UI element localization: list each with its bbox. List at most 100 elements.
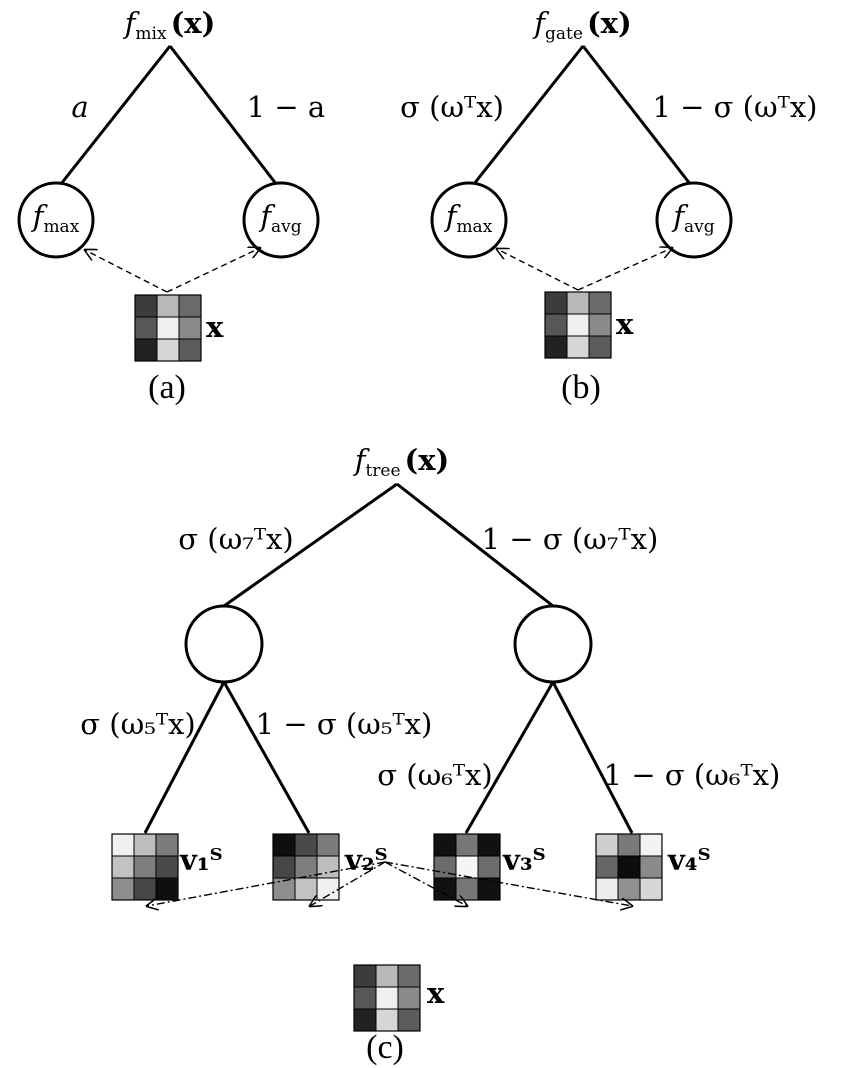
panel-a-left-weight: a [71, 90, 88, 124]
panel-c-leaf-2-patch [272, 833, 340, 901]
patch-cell [316, 877, 340, 901]
patch-cell [353, 986, 377, 1010]
patch-cell [294, 833, 318, 857]
patch-cell [544, 291, 568, 315]
patch-cell [111, 877, 135, 901]
patch-cell [133, 877, 157, 901]
panel-c-right-left-edge [464, 681, 555, 834]
panel-b-right-edge [581, 45, 696, 190]
panel-a-root-label: fmix(x) [123, 6, 216, 44]
patch-cell [595, 855, 619, 879]
patch-cell [477, 833, 501, 857]
patch-cell [397, 1008, 421, 1032]
panel-c-left-left-weight: σ (ω₅ᵀx) [80, 707, 195, 741]
patch-cell [617, 877, 641, 901]
panel-a-caption: (a) [148, 369, 186, 406]
patch-cell [397, 986, 421, 1010]
patch-cell [133, 855, 157, 879]
patch-cell [316, 855, 340, 879]
panel-b-root-label: fgate(x) [532, 6, 631, 44]
patch-frame [353, 964, 421, 1032]
patch-cell [111, 855, 135, 879]
panel-c-input-label: x [427, 976, 445, 1010]
patch-cell [588, 291, 612, 315]
patch-cell [595, 877, 619, 901]
panel-a-right-weight: 1 − a [247, 90, 325, 124]
panel-c-top-right-weight: 1 − σ (ω₇ᵀx) [482, 522, 659, 556]
patch-cell [566, 291, 590, 315]
patch-cell [155, 877, 179, 901]
patch-cell [133, 833, 157, 857]
patch-cell [134, 294, 158, 318]
patch-cell [544, 313, 568, 337]
patch-cell [272, 833, 296, 857]
panel-c-leaf-1-patch [111, 833, 179, 901]
patch-cell [294, 877, 318, 901]
patch-cell [397, 964, 421, 988]
panel-c: ftree(x) σ (ω₇ᵀx) 1 − σ (ω₇ᵀx) σ (ω₅ᵀx) … [80, 443, 780, 1066]
panel-c-left-internal-node [184, 604, 264, 684]
patch-cell [156, 316, 180, 340]
patch-frame [544, 291, 612, 359]
panel-c-leaf-3-patch [433, 833, 501, 901]
patch-cell [375, 1008, 399, 1032]
panel-b-left-edge [468, 45, 585, 190]
panel-b-arrow-to-avg [577, 248, 672, 291]
panel-a-input-patch [134, 294, 202, 362]
panel-c-top-left-weight: σ (ω₇ᵀx) [178, 522, 293, 556]
patch-cell [595, 833, 619, 857]
panel-c-arrow-to-leaf-4 [384, 861, 632, 906]
patch-cell [134, 338, 158, 362]
panel-c-input-patch [353, 964, 421, 1032]
patch-cell [178, 316, 202, 340]
patch-cell [639, 877, 663, 901]
patch-cell [155, 855, 179, 879]
patch-cell [178, 294, 202, 318]
panel-c-top-right-edge [396, 482, 554, 608]
panel-b-avg-node [655, 181, 733, 259]
patch-cell [134, 316, 158, 340]
panel-c-leaf-2-label: v₂ᵀ [344, 843, 388, 877]
panel-a-arrow-to-avg [166, 248, 260, 293]
panel-c-left-right-edge [222, 681, 311, 834]
patch-cell [111, 833, 135, 857]
patch-cell [353, 964, 377, 988]
patch-cell [375, 986, 399, 1010]
panel-a-input-label: x [206, 310, 224, 344]
panel-c-right-right-weight: 1 − σ (ω₆ᵀx) [604, 758, 781, 792]
patch-frame [134, 294, 202, 362]
patch-cell [617, 833, 641, 857]
panel-b-left-weight: σ (ωᵀx) [400, 90, 504, 124]
patch-cell [639, 833, 663, 857]
panel-c-root-label: ftree(x) [353, 443, 450, 481]
panel-c-caption: (c) [366, 1029, 404, 1066]
panel-b-input-label: x [616, 307, 634, 341]
patch-cell [639, 855, 663, 879]
panel-a-left-edge [55, 45, 172, 190]
patch-cell [316, 833, 340, 857]
patch-cell [455, 833, 479, 857]
panel-a: fmix(x) a 1 − a fmax favg x (a) [17, 6, 325, 406]
patch-cell [156, 294, 180, 318]
panel-c-leaf-4-label: v₄ᵀ [667, 843, 711, 877]
patch-cell [433, 833, 457, 857]
patch-cell [566, 313, 590, 337]
patch-cell [178, 338, 202, 362]
panel-b-max-node [430, 181, 508, 259]
panel-c-leaf-3-label: v₃ᵀ [502, 843, 546, 877]
patch-cell [294, 855, 318, 879]
panel-b-arrow-to-max [497, 249, 579, 291]
patch-cell [588, 335, 612, 359]
patch-cell [588, 313, 612, 337]
patch-cell [455, 877, 479, 901]
panel-b-right-weight: 1 − σ (ωᵀx) [652, 90, 817, 124]
patch-cell [156, 338, 180, 362]
patch-frame [272, 833, 340, 901]
patch-cell [353, 1008, 377, 1032]
patch-cell [477, 855, 501, 879]
panel-b: fgate(x) σ (ωᵀx) 1 − σ (ωᵀx) fmax favg x… [400, 6, 817, 406]
panel-b-caption: (b) [561, 369, 601, 406]
panel-c-left-right-weight: 1 − σ (ω₅ᵀx) [256, 707, 433, 741]
panel-c-leaf-1-label: v₁ᵀ [179, 843, 223, 877]
